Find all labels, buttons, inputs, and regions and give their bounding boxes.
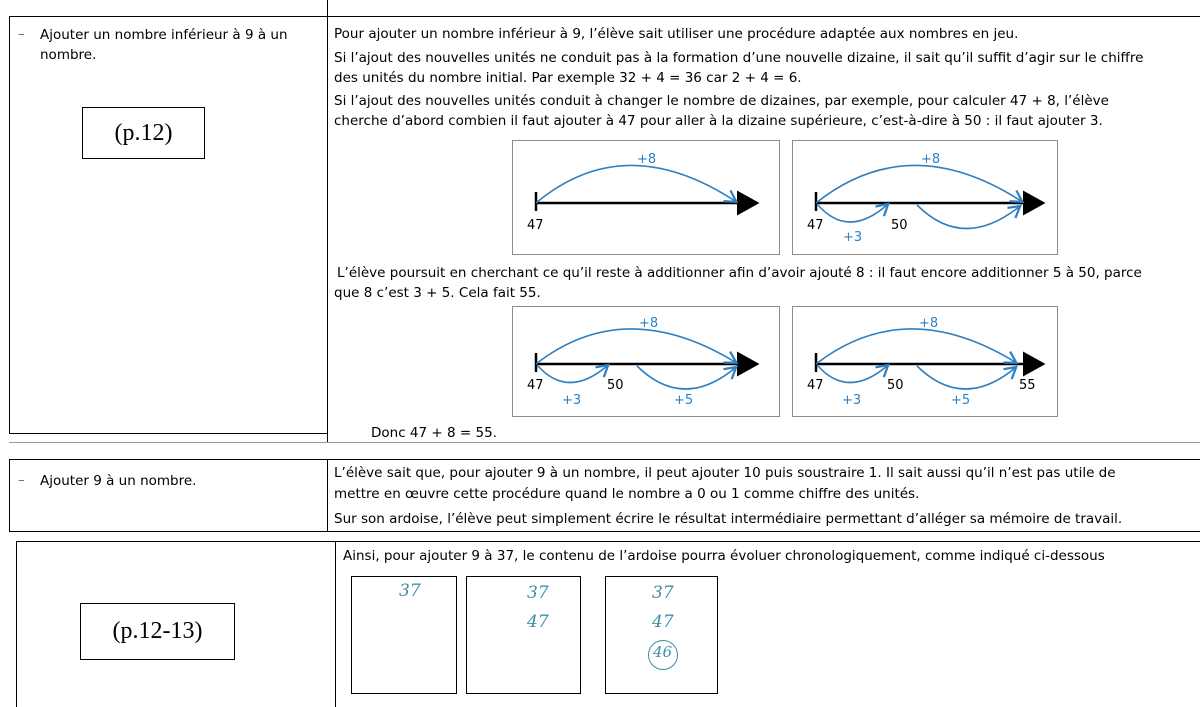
jump-arc-plus8	[815, 164, 1025, 204]
slate-value-circled: 46	[653, 643, 673, 661]
slate-step-3: 37 47 46	[605, 576, 718, 694]
label-plus3: +3	[842, 393, 861, 408]
paragraph-no-new-ten-2: des unités du nombre initial. Par exempl…	[334, 70, 802, 86]
table2-top-border	[9, 459, 1200, 460]
label-55: 55	[1019, 378, 1036, 393]
label-plus5: +5	[951, 393, 970, 408]
page-ref-p12-13: (p.12-13)	[80, 603, 235, 660]
table1-column-divider	[327, 0, 328, 442]
label-plus8: +8	[921, 152, 940, 167]
table2-left-border	[9, 459, 10, 531]
label-50: 50	[891, 218, 908, 233]
table1-bottom-rule	[9, 442, 1200, 443]
slate-step-2: 37 47	[466, 576, 581, 694]
label-plus8: +8	[637, 152, 656, 167]
paragraph-continue-2: que 8 c’est 3 + 5. Cela fait 55.	[334, 285, 541, 301]
label-47: 47	[807, 218, 824, 233]
label-plus5: +5	[674, 393, 693, 408]
label-47: 47	[527, 378, 544, 393]
paragraph-change-ten-1: Si l’ajout des nouvelles unités conduit …	[334, 93, 1109, 109]
jump-arc-plus3	[817, 363, 890, 384]
slate-step-1: 37	[351, 576, 457, 694]
circled-result	[648, 640, 678, 670]
number-line-svg-1: 47 +8	[527, 152, 760, 233]
jump-arc-rest	[916, 204, 1023, 230]
jump-arc-plus3	[537, 363, 610, 384]
item-add-less-than-9: Ajouter un nombre inférieur à 9 à un nom…	[40, 27, 288, 63]
table3-left-border	[16, 541, 17, 707]
jump-arc-plus3	[817, 202, 890, 223]
jump-arc-plus8	[535, 328, 739, 365]
number-line-svg-4: 47 50 55 +3 +5 +8	[807, 316, 1046, 408]
number-line-figure-2: 47 50 +3 +8	[792, 140, 1058, 255]
number-line-figure-1: 47 +8	[512, 140, 780, 255]
slate-value: 47	[527, 612, 549, 632]
table3-column-divider	[335, 541, 336, 707]
table1-left-border	[9, 16, 10, 433]
slate-value: 37	[652, 583, 674, 603]
label-47: 47	[807, 378, 824, 393]
page-ref-p12: (p.12)	[82, 107, 205, 159]
table1-top-border	[9, 16, 1200, 17]
paragraph-no-new-ten-1: Si l’ajout des nouvelles unités ne condu…	[334, 50, 1144, 66]
number-line-svg-3: 47 50 +3 +5 +8	[527, 316, 760, 408]
jump-arc-plus5	[636, 365, 738, 390]
paragraph-slate-example: Ainsi, pour ajouter 9 à 37, le contenu d…	[343, 548, 1105, 564]
paragraph-change-ten-2: cherche d’abord combien il faut ajouter …	[334, 113, 1103, 129]
number-line-svg-2: 47 50 +3 +8	[807, 152, 1046, 245]
conclusion-line: Donc 47 + 8 = 55.	[371, 425, 497, 441]
slate-value: 37	[527, 583, 549, 603]
slate-value: 37	[399, 581, 421, 601]
label-plus3: +3	[843, 230, 862, 245]
paragraph-slate: Sur son ardoise, l’élève peut simplement…	[334, 511, 1123, 527]
label-plus8: +8	[639, 316, 658, 331]
number-line-figure-4: 47 50 55 +3 +5 +8	[792, 306, 1058, 417]
paragraph-add-9-2: mettre en œuvre cette procédure quand le…	[334, 486, 920, 502]
jump-arc-plus8	[815, 328, 1019, 365]
label-47: 47	[527, 218, 544, 233]
jump-arc-plus5	[916, 365, 1018, 390]
label-50: 50	[607, 378, 624, 393]
label-plus3: +3	[562, 393, 581, 408]
list-dash: –	[18, 472, 25, 488]
number-line-figure-3: 47 50 +3 +5 +8	[512, 306, 780, 417]
list-dash: –	[18, 26, 25, 42]
slate-value: 47	[652, 612, 674, 632]
table3-top-border	[16, 541, 1200, 542]
table1-bottom-border	[9, 433, 327, 434]
paragraph-intro: Pour ajouter un nombre inférieur à 9, l’…	[334, 26, 1019, 42]
table2-column-divider	[327, 459, 328, 531]
item-add-9: Ajouter 9 à un nombre.	[40, 473, 197, 489]
paragraph-continue-1: L’élève poursuit en cherchant ce qu’il r…	[337, 265, 1142, 281]
paragraph-add-9-1: L’élève sait que, pour ajouter 9 à un no…	[334, 465, 1116, 481]
table2-bottom-border	[9, 531, 1200, 532]
jump-arc-plus8	[535, 164, 739, 204]
label-plus8: +8	[919, 316, 938, 331]
label-50: 50	[887, 378, 904, 393]
